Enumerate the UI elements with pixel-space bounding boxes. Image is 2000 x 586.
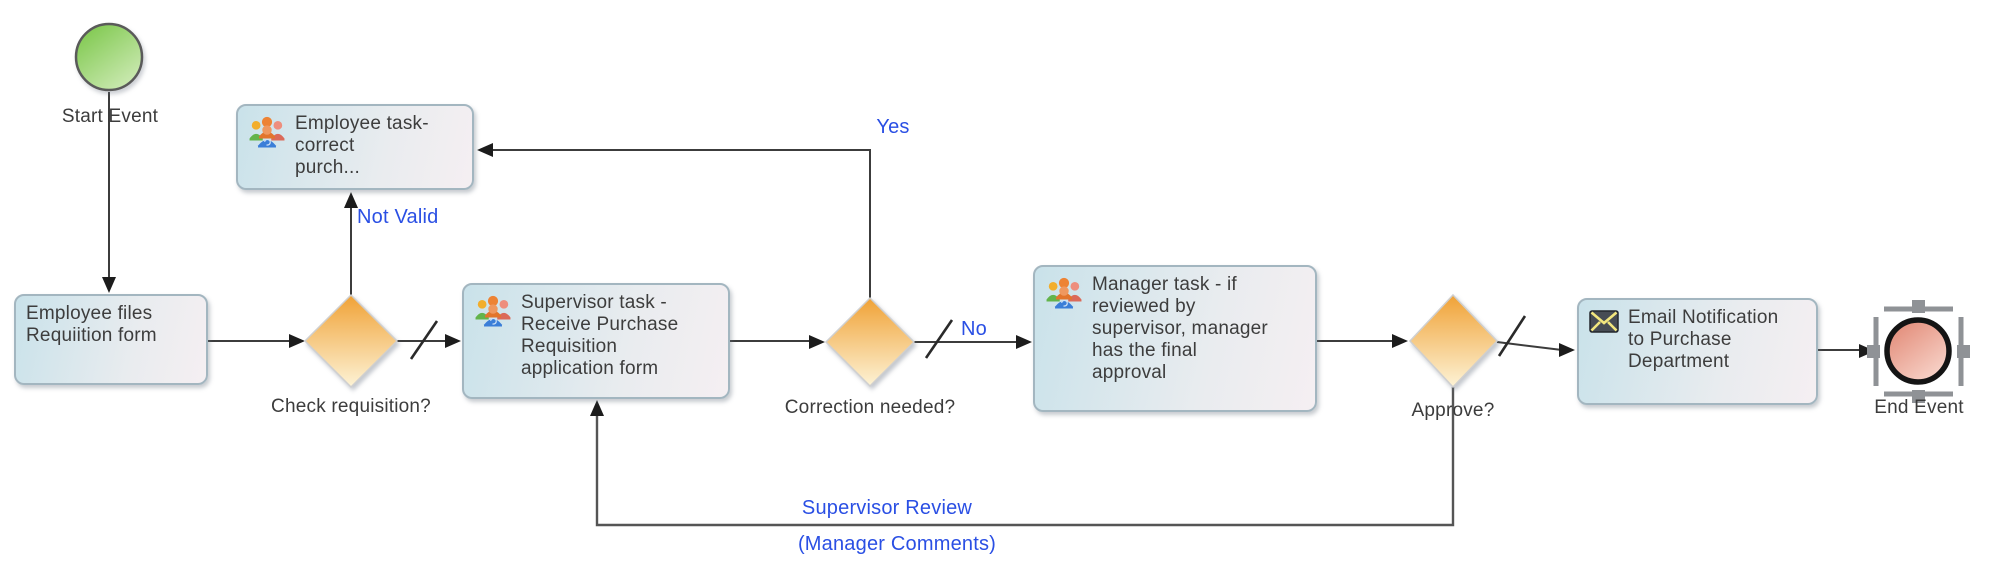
arrowhead	[289, 334, 305, 348]
gateway-check-requisition[interactable]	[303, 293, 399, 389]
arrowhead	[1016, 335, 1032, 349]
task-label: Employee task- correct purch...	[295, 113, 429, 178]
edge-label-yes: Yes	[876, 116, 910, 138]
gateway-correction-needed[interactable]	[824, 296, 916, 388]
task-employee-correct[interactable]: Employee task- correct purch...	[236, 104, 474, 190]
edge-label-no: No	[961, 318, 987, 340]
gateway-approve[interactable]	[1408, 293, 1499, 389]
default-flow-marker	[409, 320, 439, 360]
task-manager-approval[interactable]: Manager task - if reviewed by supervisor…	[1033, 265, 1317, 412]
task-employee-files[interactable]: Employee files Requiition form	[14, 294, 208, 385]
task-label: Employee files Requiition form	[26, 303, 157, 346]
arrowhead	[1559, 343, 1575, 357]
arrowhead	[445, 334, 461, 348]
gateway-approve-label: Approve?	[1411, 400, 1495, 421]
people-icon	[1046, 277, 1082, 309]
default-flow-marker	[1497, 315, 1527, 357]
end-event-selection-frame	[1867, 300, 1970, 403]
arrowhead	[809, 335, 825, 349]
default-flow-marker	[924, 319, 954, 359]
arrowhead	[477, 143, 493, 157]
task-label: Supervisor task - Receive Purchase Requi…	[521, 292, 679, 379]
arrowhead	[102, 277, 116, 293]
email-icon	[1589, 310, 1619, 333]
edge-label-not-valid: Not Valid	[357, 206, 439, 228]
edge-label-supervisor-review: Supervisor Review	[801, 497, 973, 519]
arrowhead	[590, 400, 604, 416]
start-event-label: Start Event	[61, 106, 159, 127]
edge-label-manager-comments: (Manager Comments)	[797, 533, 997, 555]
people-icon	[249, 116, 285, 148]
arrowhead	[344, 192, 358, 208]
end-event-shape[interactable]	[1884, 317, 1952, 385]
flow-yes[interactable]	[491, 149, 871, 298]
task-supervisor-receive[interactable]: Supervisor task - Receive Purchase Requi…	[462, 283, 730, 399]
start-event-shape[interactable]	[74, 22, 144, 92]
end-event-label: End Event	[1874, 397, 1964, 418]
flow-supervisor-review-loop[interactable]	[595, 387, 1455, 527]
task-label: Manager task - if reviewed by supervisor…	[1092, 274, 1268, 383]
task-email-notification[interactable]: Email Notification to Purchase Departmen…	[1577, 298, 1818, 405]
task-label: Email Notification to Purchase Departmen…	[1628, 307, 1779, 372]
arrowhead	[1392, 334, 1408, 348]
people-icon	[475, 295, 511, 327]
gateway-correction-label: Correction needed?	[784, 397, 956, 418]
gateway-check-label: Check requisition?	[271, 396, 431, 417]
